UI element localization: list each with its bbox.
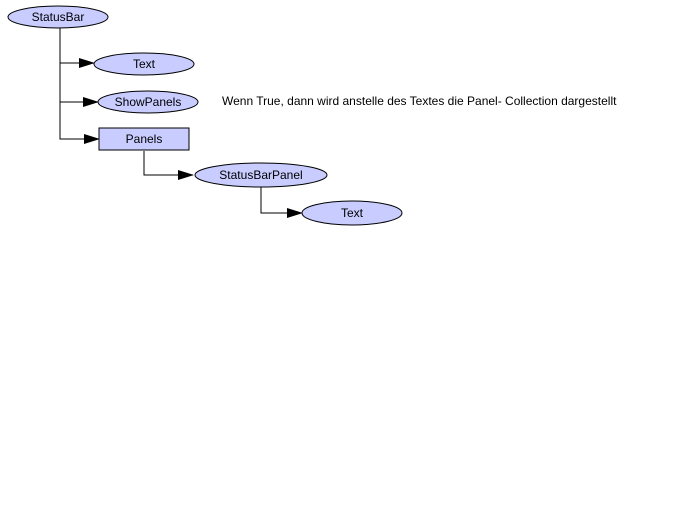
node-panels-rect bbox=[98, 127, 190, 151]
edge-statusbarpanel-to-text bbox=[260, 187, 303, 218]
node-text: Text bbox=[93, 52, 195, 76]
node-panel-text-label: Text bbox=[341, 206, 364, 220]
node-showpanels: ShowPanels bbox=[97, 90, 199, 114]
node-showpanels-label: ShowPanels bbox=[115, 95, 182, 109]
node-statusbarpanel-ellipse bbox=[194, 162, 328, 188]
node-text-ellipse bbox=[93, 52, 195, 76]
node-panel-text: Text bbox=[301, 200, 403, 226]
node-statusbar-label: StatusBar bbox=[32, 10, 85, 24]
node-panels-label: Panels bbox=[126, 132, 163, 146]
node-panel-text-ellipse bbox=[301, 200, 403, 226]
node-showpanels-ellipse bbox=[97, 90, 199, 114]
node-text-label: Text bbox=[133, 57, 156, 71]
node-statusbar-ellipse bbox=[7, 5, 109, 29]
edge-statusbar-to-panels bbox=[59, 102, 100, 144]
edge-panels-to-statusbarpanel bbox=[143, 151, 194, 180]
node-statusbarpanel: StatusBarPanel bbox=[194, 162, 328, 188]
node-panels: Panels bbox=[98, 127, 190, 151]
node-statusbar: StatusBar bbox=[7, 5, 109, 29]
edge-statusbar-to-text bbox=[59, 28, 95, 68]
node-statusbarpanel-label: StatusBarPanel bbox=[219, 168, 302, 182]
edge-statusbar-to-showpanels bbox=[59, 63, 99, 107]
showpanels-note: Wenn True, dann wird anstelle des Textes… bbox=[222, 94, 617, 108]
